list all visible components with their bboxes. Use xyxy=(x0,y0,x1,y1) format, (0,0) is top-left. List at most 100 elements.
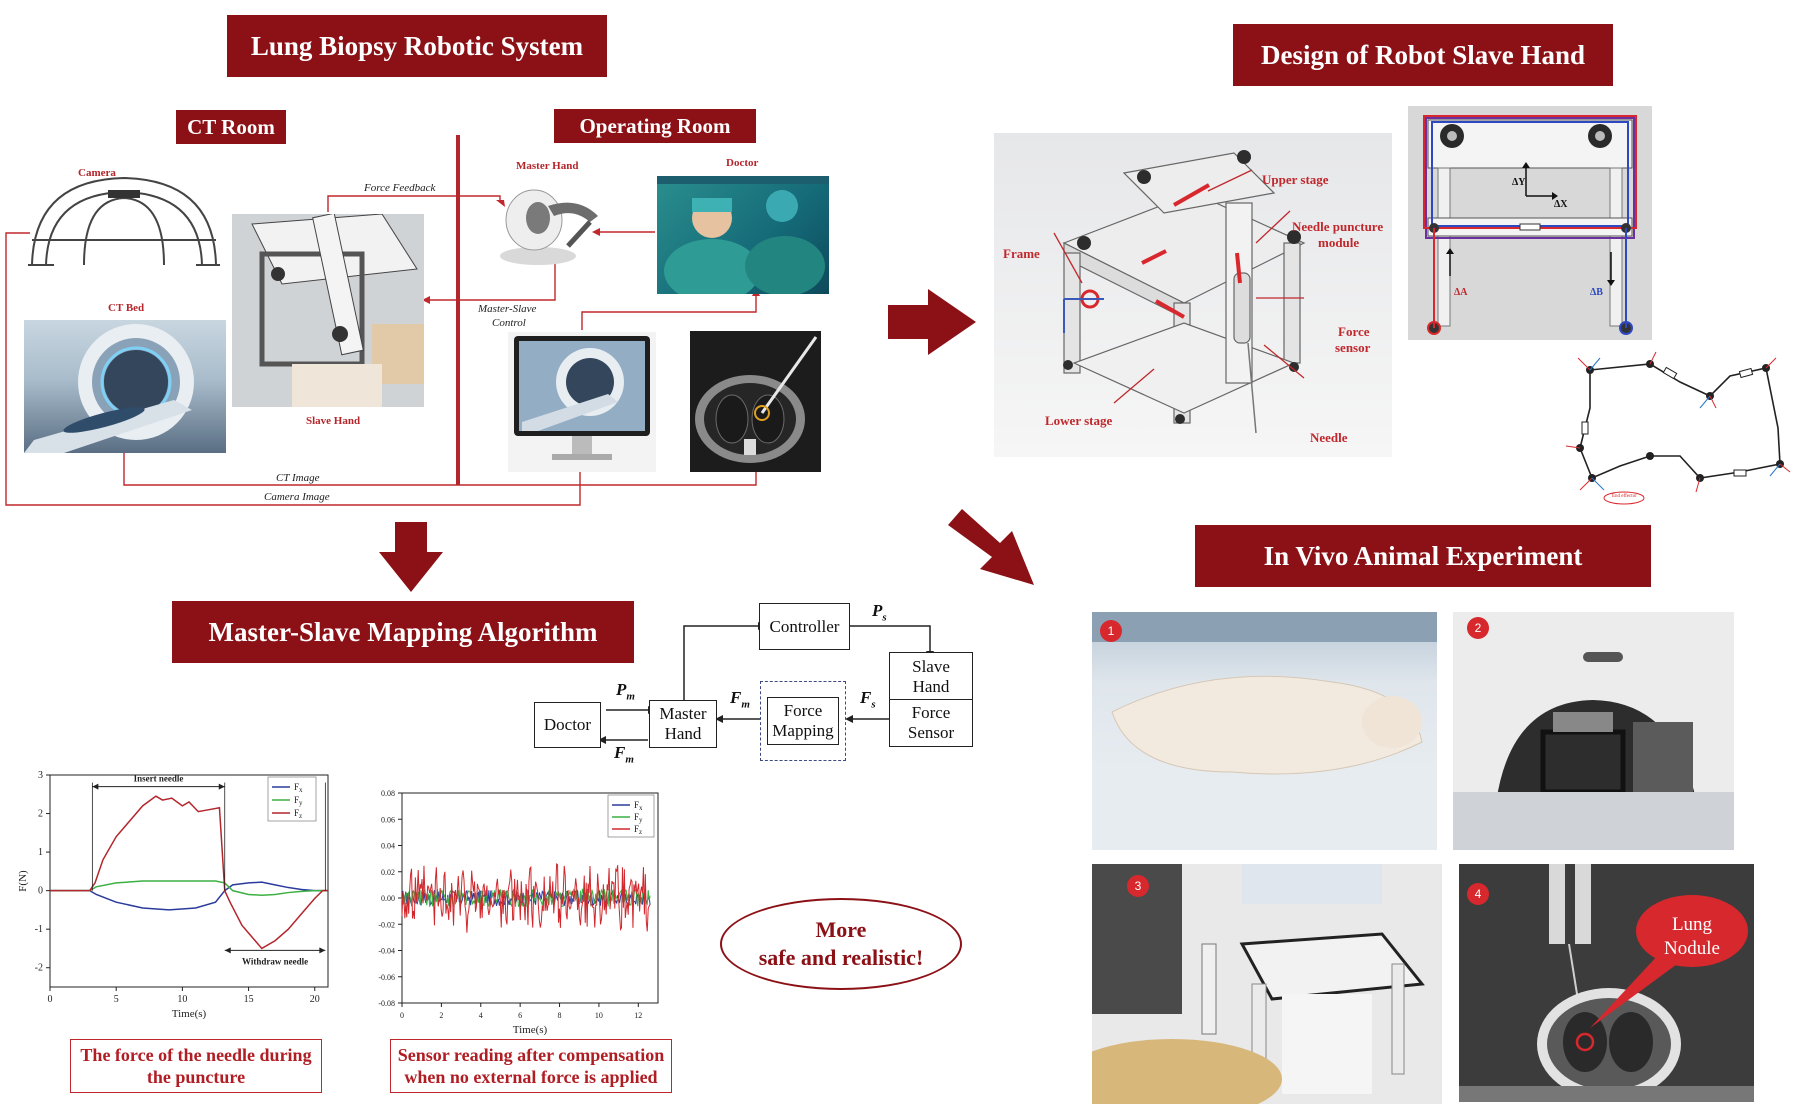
symbol-fm-bottom: Fm xyxy=(614,743,634,766)
ct-bed-photo xyxy=(24,320,226,453)
label-camera-image: Camera Image xyxy=(264,491,330,503)
lung-nodule-line2: Nodule xyxy=(1664,938,1720,959)
series-fx xyxy=(50,881,328,911)
caption-sensor-reading-line1: Sensor reading after compensation xyxy=(397,1045,665,1065)
lung-nodule-line1: Lung xyxy=(1671,914,1713,935)
y-tick-label: 0.04 xyxy=(381,842,395,851)
label-ct-bed: CT Bed xyxy=(108,302,145,314)
legend-label-fx: Fx xyxy=(634,800,643,812)
legend-label-fy: Fy xyxy=(294,795,303,807)
flow-controller-label: Controller xyxy=(769,616,840,636)
x-tick-label: 20 xyxy=(310,994,320,1005)
legend-label-fy: Fy xyxy=(634,812,643,824)
x-tick-label: 6 xyxy=(518,1011,522,1020)
badge-4: 4 xyxy=(1467,883,1489,905)
y-tick-label: 1 xyxy=(38,847,43,858)
x-tick-label: 10 xyxy=(177,994,187,1005)
label-end-effector: End effector xyxy=(1612,494,1637,499)
arrow-down xyxy=(379,522,443,592)
flow-master-hand-line1: Master xyxy=(659,704,707,723)
label-slave-hand: Slave Hand xyxy=(306,415,361,427)
lung-nodule-bubble xyxy=(1590,895,1748,1028)
x-tick-label: 0 xyxy=(400,1011,404,1020)
more-safe-line2: safe and realistic! xyxy=(758,945,924,970)
label-delta-x: ΔX xyxy=(1554,199,1568,210)
insert-needle-arrow-left xyxy=(92,783,99,790)
x-tick-label: 4 xyxy=(479,1011,483,1020)
label-master-slave-control-1: Master-Slave xyxy=(478,303,537,315)
lung-nodule-text: Lung Nodule xyxy=(1636,913,1748,961)
badge-3: 3 xyxy=(1127,875,1149,897)
label-ct-image: CT Image xyxy=(276,472,320,484)
y-tick-label: -0.08 xyxy=(378,999,395,1008)
caption-needle-force-line1: The force of the needle during xyxy=(80,1045,312,1065)
ct-scan-photo xyxy=(690,331,821,472)
flow-force-sensor: Force Sensor xyxy=(889,699,973,747)
plot-frame xyxy=(49,774,329,988)
caption-sensor-reading-line2: when no external force is applied xyxy=(404,1067,658,1087)
caption-needle-force-line2: the puncture xyxy=(146,1067,246,1087)
legend-box xyxy=(267,776,317,822)
flow-master-hand: Master Hand xyxy=(649,700,717,748)
flow-slave-hand-line1: Slave xyxy=(912,656,950,676)
label-needle-puncture-2: module xyxy=(1318,235,1360,250)
x-tick-label: 12 xyxy=(634,1011,642,1020)
arrow-diagonal xyxy=(948,509,1034,585)
label-force-sensor-2: sensor xyxy=(1335,340,1371,355)
x-axis-label: Time(s) xyxy=(513,1024,548,1036)
flow-force-sensor-line1: Force xyxy=(911,703,951,722)
flow-force-mapping-line1: Force xyxy=(783,701,823,720)
y-tick-label: -0.06 xyxy=(378,973,395,982)
slave-hand-schematic xyxy=(1408,106,1652,340)
banner-lung-biopsy: Lung Biopsy Robotic System xyxy=(227,15,607,77)
legend-box xyxy=(607,794,655,838)
label-frame: Frame xyxy=(1003,246,1040,261)
experiment-photo-3 xyxy=(1092,864,1442,1104)
x-tick-label: 8 xyxy=(558,1011,562,1020)
flow-master-hand-line2: Hand xyxy=(664,724,702,743)
banner-operating-room: Operating Room xyxy=(554,109,756,143)
banner-ct-room: CT Room xyxy=(176,110,286,144)
caption-needle-force: The force of the needle during the punct… xyxy=(70,1039,322,1093)
label-delta-y: ΔY xyxy=(1512,177,1526,188)
symbol-fs: Fs xyxy=(860,688,876,711)
x-tick-label: 2 xyxy=(439,1011,443,1020)
y-tick-label: -1 xyxy=(35,924,43,935)
master-hand-device xyxy=(500,189,598,265)
more-safe-line1: More xyxy=(815,917,867,942)
series-fz xyxy=(50,795,328,950)
x-tick-label: 10 xyxy=(595,1011,603,1020)
y-axis-label: F(N) xyxy=(17,870,29,892)
symbol-ps: Ps xyxy=(872,601,887,624)
x-tick-label: 0 xyxy=(48,994,53,1005)
y-tick-label: 3 xyxy=(38,770,43,781)
label-master-slave-control-2: Control xyxy=(492,317,526,329)
arrow-right xyxy=(888,289,976,355)
flow-force-mapping-inner: Force Mapping xyxy=(767,697,839,745)
flow-controller: Controller xyxy=(759,603,850,650)
label-camera: Camera xyxy=(78,167,116,179)
label-force-feedback: Force Feedback xyxy=(364,182,436,194)
experiment-photo-1 xyxy=(1092,612,1437,850)
x-axis-label: Time(s) xyxy=(172,1008,207,1020)
label-lower-stage: Lower stage xyxy=(1045,413,1113,428)
y-tick-label: 2 xyxy=(38,809,43,820)
series-fz xyxy=(401,863,651,933)
y-tick-label: 0.02 xyxy=(381,868,395,877)
ct-gantry-drawing xyxy=(28,176,220,266)
flow-doctor: Doctor xyxy=(534,702,601,748)
series-fy xyxy=(50,880,328,897)
slave-hand-photo xyxy=(232,214,424,407)
flow-doctor-label: Doctor xyxy=(543,715,592,734)
legend-label-fz: Fz xyxy=(294,808,302,820)
experiment-photo-2 xyxy=(1453,612,1734,850)
label-doctor: Doctor xyxy=(726,157,759,169)
more-safe-callout: More safe and realistic! xyxy=(720,898,962,990)
x-tick-label: 15 xyxy=(244,994,254,1005)
y-tick-label: -0.02 xyxy=(378,920,395,929)
flow-slave-hand-line2: Hand xyxy=(912,676,950,696)
flow-slave-hand: Slave Hand xyxy=(889,652,973,701)
